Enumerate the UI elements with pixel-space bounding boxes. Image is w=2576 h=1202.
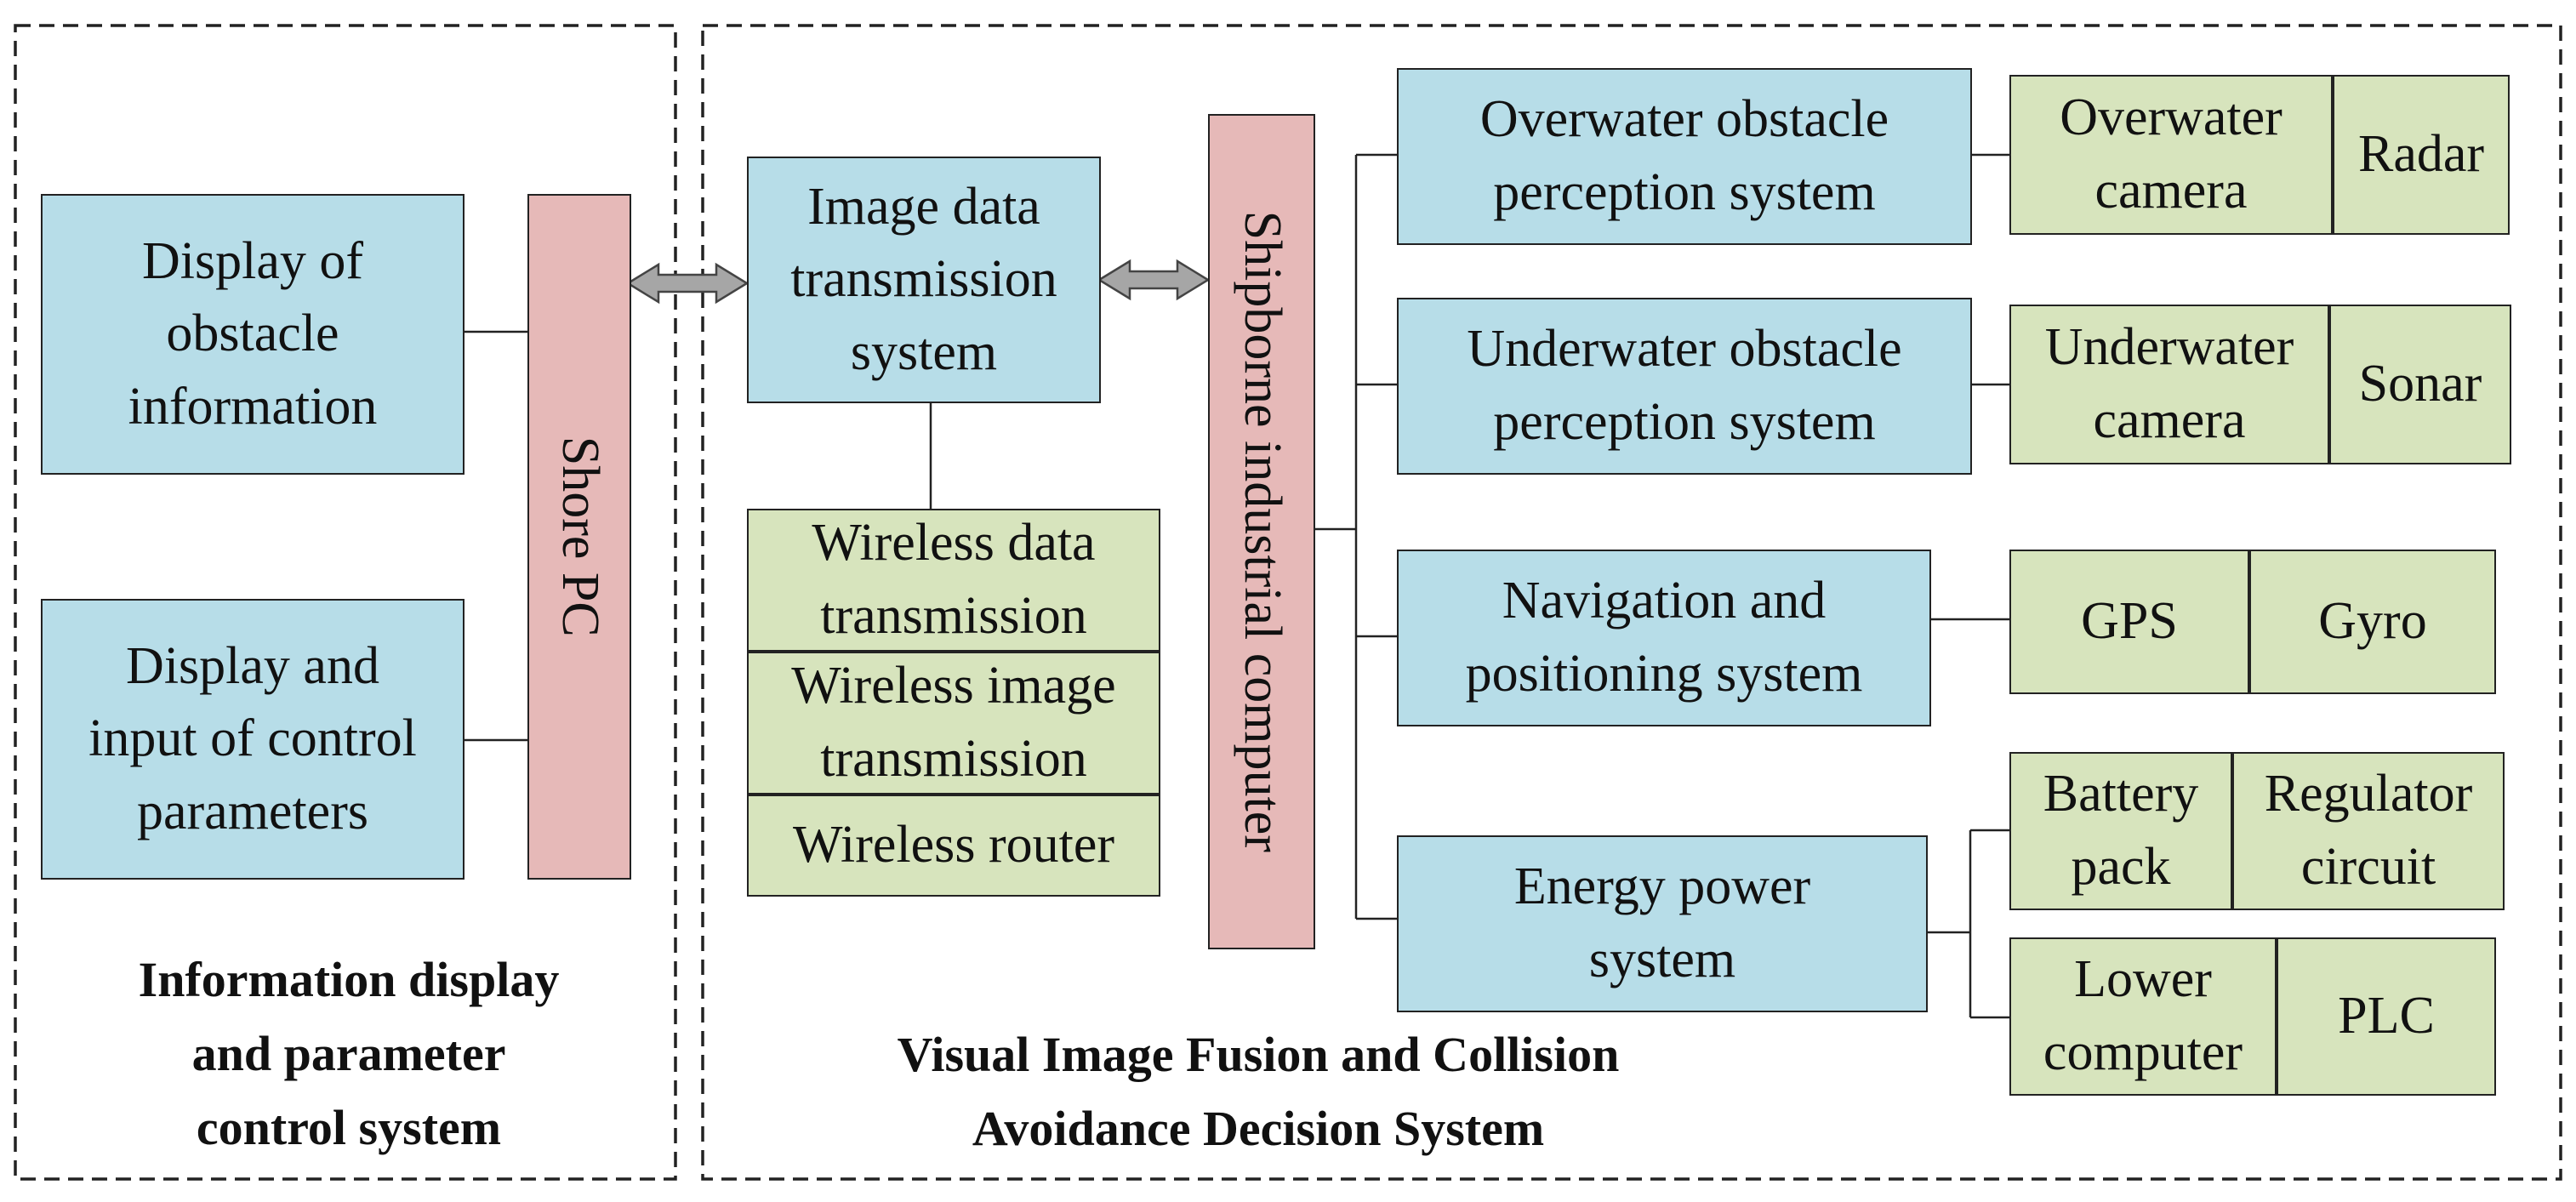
underwater-camera-label: Underwater camera xyxy=(2044,318,2294,449)
lower-computer-box: Lower computer xyxy=(2009,937,2277,1096)
plc-label: PLC xyxy=(2338,987,2435,1045)
radar-label: Radar xyxy=(2357,125,2485,184)
overwater-camera-box: Overwater camera xyxy=(2009,75,2333,235)
gps-box: GPS xyxy=(2009,550,2249,694)
double-arrow-shorepc-imagedata xyxy=(625,262,749,305)
shipborne-computer-label: Shipborne industrial computer xyxy=(1233,210,1291,853)
sonar-label: Sonar xyxy=(2358,355,2482,413)
gyro-box: Gyro xyxy=(2249,550,2496,694)
shore-pc-label: Shore PC xyxy=(550,436,609,637)
wireless-data-transmission-label: Wireless data transmission xyxy=(812,514,1096,645)
radar-box: Radar xyxy=(2333,75,2510,235)
sonar-box: Sonar xyxy=(2329,305,2511,464)
wireless-image-transmission-label: Wireless image transmission xyxy=(791,657,1116,788)
gps-label: GPS xyxy=(2081,592,2178,651)
battery-pack-box: Battery pack xyxy=(2009,752,2232,910)
plc-box: PLC xyxy=(2277,937,2496,1096)
shipborne-computer-box: Shipborne industrial computer xyxy=(1208,114,1315,949)
regulator-circuit-label: Regulator circuit xyxy=(2264,765,2473,896)
lower-computer-label: Lower computer xyxy=(2043,950,2243,1081)
display-input-control-box: Display and input of control parameters xyxy=(41,599,464,880)
wireless-router-box: Wireless router xyxy=(747,795,1160,897)
left-group-title: Information display and parameter contro… xyxy=(138,952,560,1155)
display-obstacle-info-label: Display of obstacle information xyxy=(128,231,378,436)
wireless-router-label: Wireless router xyxy=(793,816,1114,874)
underwater-perception-label: Underwater obstacle perception system xyxy=(1467,320,1902,451)
underwater-perception-box: Underwater obstacle perception system xyxy=(1397,298,1972,475)
left-group-border xyxy=(14,24,677,1181)
regulator-circuit-box: Regulator circuit xyxy=(2232,752,2505,910)
navigation-positioning-box: Navigation and positioning system xyxy=(1397,550,1931,726)
gyro-label: Gyro xyxy=(2318,592,2427,651)
shore-pc-box: Shore PC xyxy=(527,194,631,880)
image-data-transmission-label: Image data transmission system xyxy=(790,177,1057,381)
overwater-perception-box: Overwater obstacle perception system xyxy=(1397,68,1972,245)
wireless-data-transmission-box: Wireless data transmission xyxy=(747,509,1160,652)
overwater-camera-label: Overwater camera xyxy=(2060,88,2282,219)
double-arrow-imagedata-computer xyxy=(1097,259,1211,301)
right-group-border xyxy=(701,24,2562,1181)
energy-power-label: Energy power system xyxy=(1513,857,1811,988)
display-obstacle-info-box: Display of obstacle information xyxy=(41,194,464,475)
wireless-image-transmission-box: Wireless image transmission xyxy=(747,652,1160,795)
image-data-transmission-box: Image data transmission system xyxy=(747,157,1101,403)
overwater-perception-label: Overwater obstacle perception system xyxy=(1479,90,1889,221)
energy-power-box: Energy power system xyxy=(1397,835,1928,1012)
navigation-positioning-label: Navigation and positioning system xyxy=(1465,572,1863,703)
battery-pack-label: Battery pack xyxy=(2043,765,2199,896)
underwater-camera-box: Underwater camera xyxy=(2009,305,2329,464)
display-input-control-label: Display and input of control parameters xyxy=(88,636,417,840)
right-group-title: Visual Image Fusion and Collision Avoida… xyxy=(897,1027,1620,1156)
